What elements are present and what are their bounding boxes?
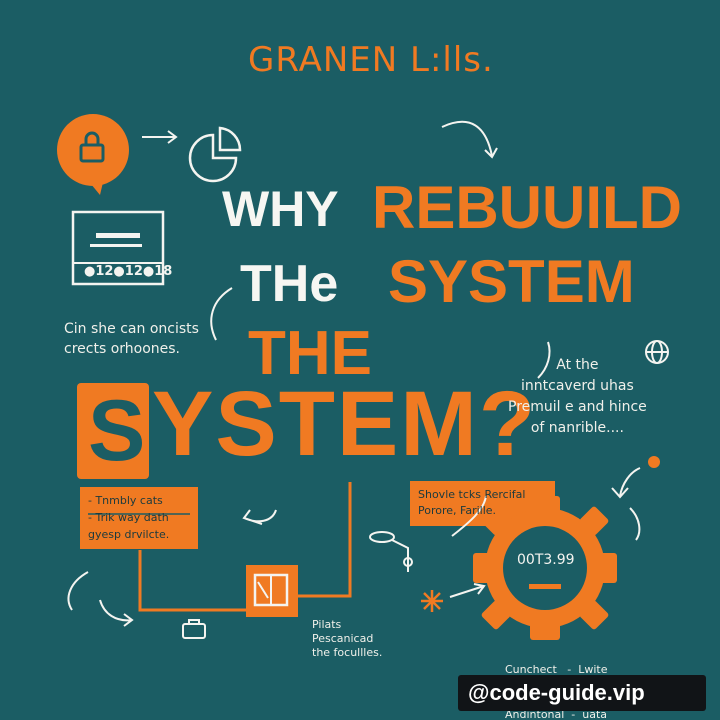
note-box-right-text: Shovle tcks Rercifal Porore, Farille. bbox=[418, 488, 526, 517]
headline-word: THE bbox=[248, 319, 372, 388]
lever-icon bbox=[369, 531, 413, 572]
note-bottom-center: Pilats Pescanicad the focullles. bbox=[312, 618, 383, 659]
note-bottom-right: Cunchect - Lwite Andintonal - uata bbox=[505, 663, 608, 720]
bracket-stroke bbox=[210, 287, 233, 341]
headline-word: WHY bbox=[222, 181, 339, 237]
gear-icon bbox=[473, 496, 617, 640]
lock-bubble-icon bbox=[57, 114, 129, 195]
screen-status: ●12●12●18 bbox=[84, 264, 173, 279]
connector-line bbox=[298, 482, 352, 598]
curved-arrow-icon bbox=[441, 120, 498, 159]
connector-line bbox=[138, 550, 246, 612]
note-box-left bbox=[80, 487, 198, 549]
note-right: At the inntcaverd uhas Premuil e and hin… bbox=[508, 357, 647, 436]
watermark-text: @code-guide.vip bbox=[468, 680, 645, 705]
document-icon bbox=[71, 210, 165, 286]
globe-icon bbox=[645, 340, 669, 364]
headline-word: THe bbox=[240, 255, 339, 313]
arrow-icon bbox=[142, 130, 178, 144]
watermark-badge bbox=[458, 675, 706, 711]
headline-boxed-letter: S bbox=[88, 383, 146, 479]
headline-word: YSTEM? bbox=[152, 373, 538, 475]
highlight-block bbox=[77, 383, 149, 479]
header-title: GRANEN L:lls. bbox=[248, 40, 494, 80]
note-left: Cin she can oncists crects orhoones. bbox=[64, 321, 199, 357]
note-box-left-text: - Tnmbly cats - Trik way dath gyesp drvi… bbox=[88, 494, 170, 541]
briefcase-icon bbox=[182, 619, 206, 639]
pie-chart-icon bbox=[188, 126, 242, 183]
headline-word: REBUUILD bbox=[372, 174, 682, 241]
bracket-stroke-right bbox=[537, 341, 551, 379]
headline-word: SYSTEM bbox=[388, 248, 635, 315]
spark-icon bbox=[421, 590, 443, 612]
gear-readout: 00T3.99 bbox=[517, 552, 575, 568]
